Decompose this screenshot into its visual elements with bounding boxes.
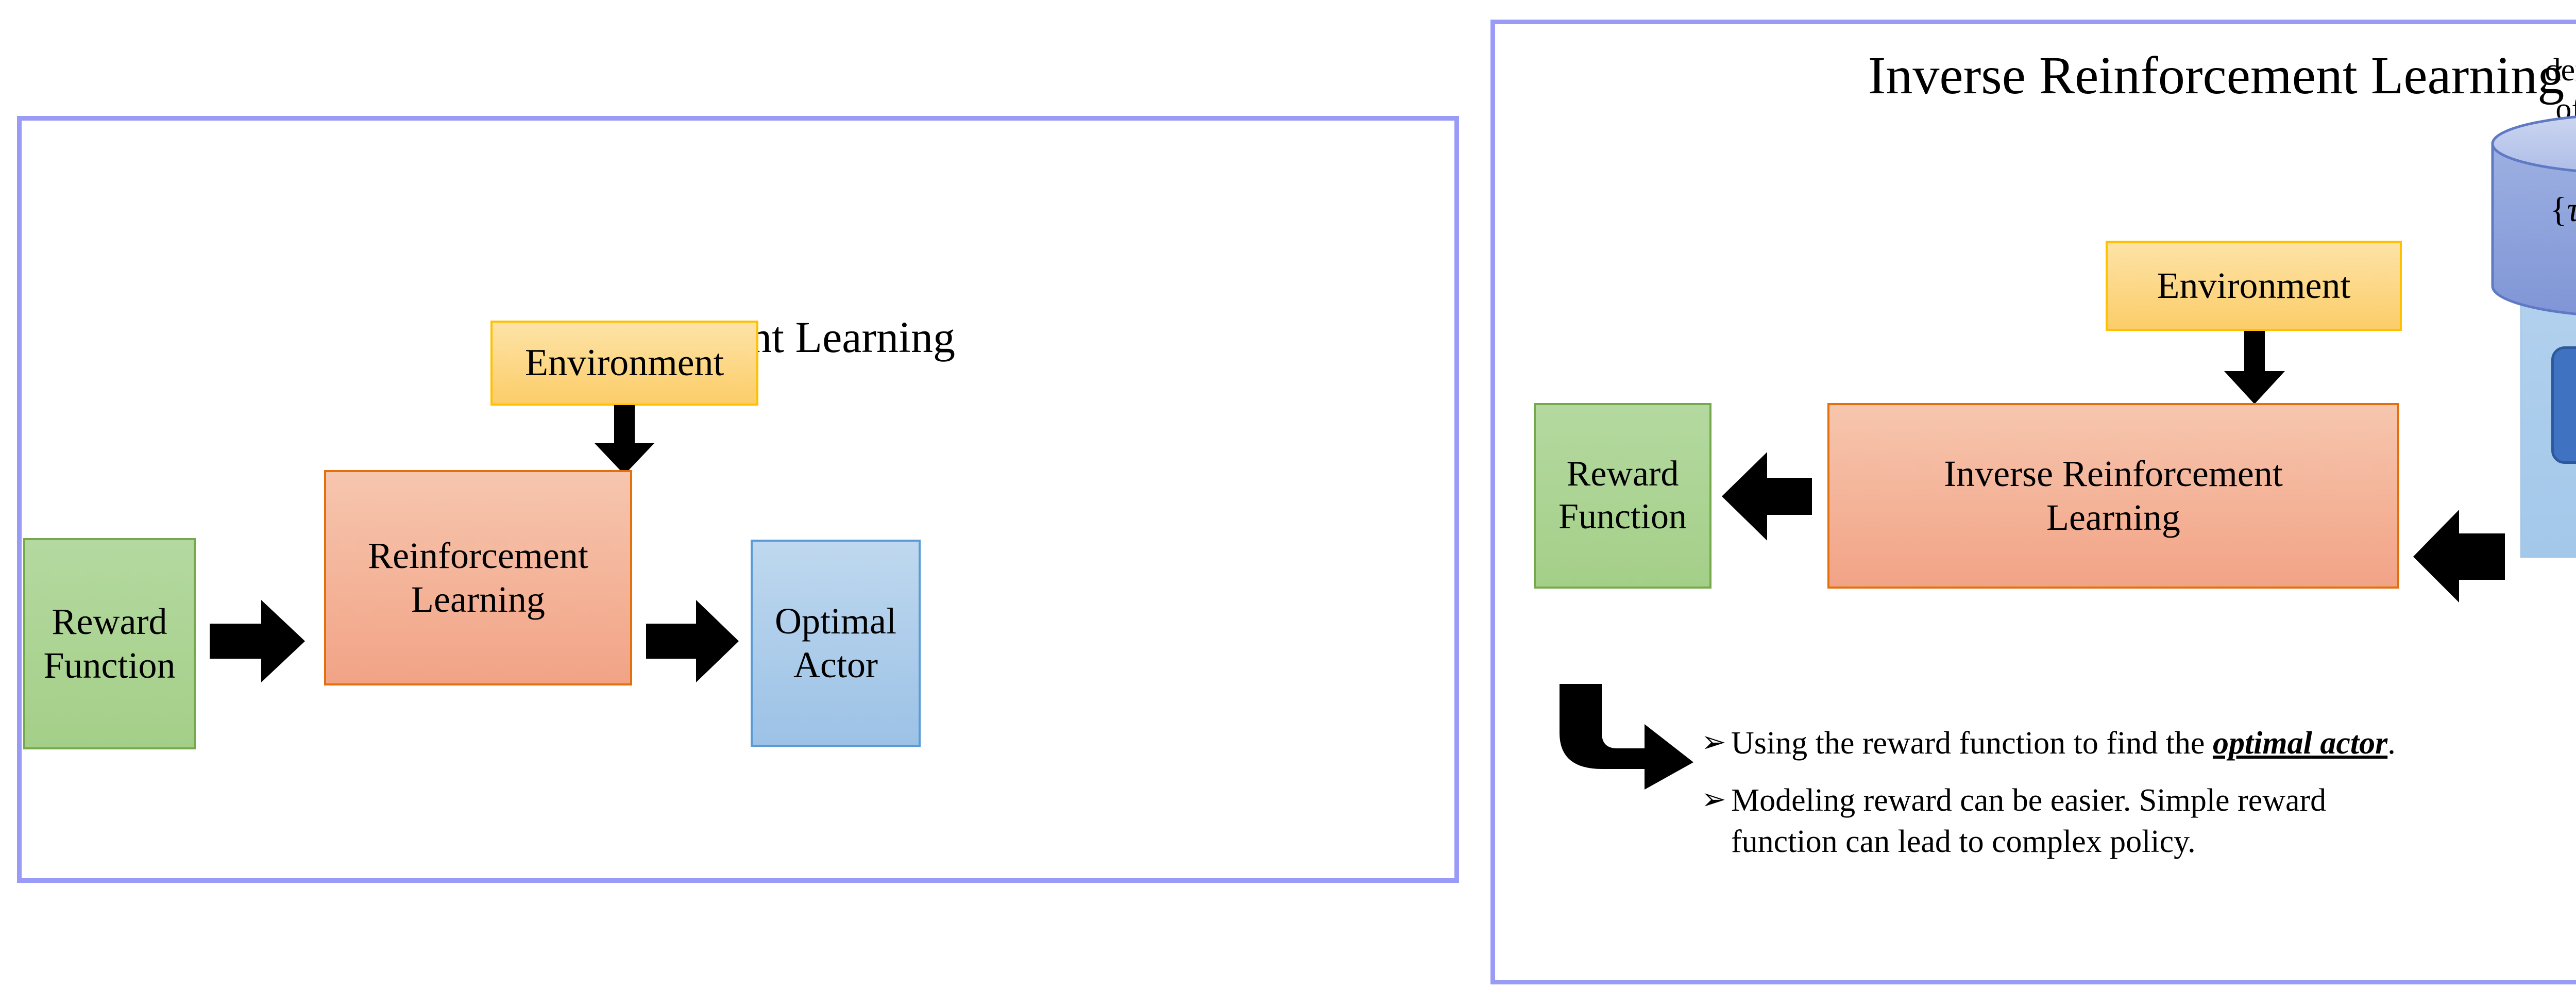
arrow-environment-to-algorithm-left <box>595 405 654 475</box>
box-inverse-reinforcement-learning: Inverse Reinforcement Learning <box>1827 403 2399 589</box>
bullet-text-1: Using the reward function to find the op… <box>1731 723 2576 764</box>
list-item: ➢ Using the reward function to find the … <box>1701 723 2576 764</box>
demonstration-caption-line1: demonstration <box>2545 53 2576 88</box>
reinforcement-learning-panel: Reinforcement Learning Environment Rewar… <box>17 116 1459 883</box>
inverse-reinforcement-learning-panel: Inverse Reinforcement Learning Environme… <box>1490 20 2576 984</box>
trajectory-set-label: {τ̂1, τ̂2, ⋯, τ̂N} <box>2489 189 2576 235</box>
box-environment-right: Environment <box>2106 241 2402 331</box>
box-optimal-actor-left-line1: Optimal <box>775 600 896 642</box>
arrow-irl-to-reward <box>1722 452 1812 541</box>
box-algorithm-left-line2: Learning <box>411 579 545 620</box>
box-environment-left: Environment <box>490 321 758 406</box>
arrow-expert-to-irl <box>2413 488 2505 603</box>
arrow-reward-to-algorithm-left <box>210 600 305 682</box>
box-irl-line2: Learning <box>2046 497 2180 538</box>
bullet-text-2: Modeling reward can be easier. Simple re… <box>1731 782 2327 860</box>
bullet-arrow-icon: ➢ <box>1701 725 1726 759</box>
box-reward-function-left-line1: Reward <box>52 601 167 643</box>
bullet-1-suffix: . <box>2387 726 2396 761</box>
arrow-algorithm-to-actor-left <box>646 600 739 682</box>
box-reward-function-left-line2: Function <box>43 645 176 686</box>
box-reward-function-right: Reward Function <box>1534 403 1711 589</box>
box-optimal-actor-left-line2: Actor <box>793 644 878 685</box>
database-cylinder-icon <box>2489 112 2576 318</box>
box-irl-line1: Inverse Reinforcement <box>1944 453 2283 495</box>
bullet-1-emphasis: optimal actor <box>2212 726 2388 761</box>
page-title-inverse-reinforcement-learning: Inverse Reinforcement Learning <box>1868 46 2565 105</box>
box-expert: Expert <box>2551 346 2576 464</box>
box-reward-function-right-line1: Reward <box>1566 454 1679 494</box>
tau-1: τ̂ <box>2567 190 2576 229</box>
box-reward-function-right-line2: Function <box>1558 497 1687 537</box>
set-open-brace: { <box>2550 190 2567 229</box>
arrow-reward-to-bullets <box>1554 684 1693 790</box>
bullet-arrow-icon: ➢ <box>1701 782 1726 816</box>
box-reward-function-left: Reward Function <box>23 538 196 749</box>
arrow-environment-to-irl <box>2224 331 2285 404</box>
bullet-1-prefix: Using the reward function to find the <box>1731 726 2213 761</box>
bullet-list: ➢ Using the reward function to find the … <box>1701 723 2576 878</box>
list-item: ➢ Modeling reward can be easier. Simple … <box>1701 780 2576 863</box>
box-reinforcement-learning-left: Reinforcement Learning <box>324 470 632 685</box>
box-optimal-actor-left: Optimal Actor <box>751 540 921 747</box>
box-algorithm-left-line1: Reinforcement <box>368 535 588 577</box>
